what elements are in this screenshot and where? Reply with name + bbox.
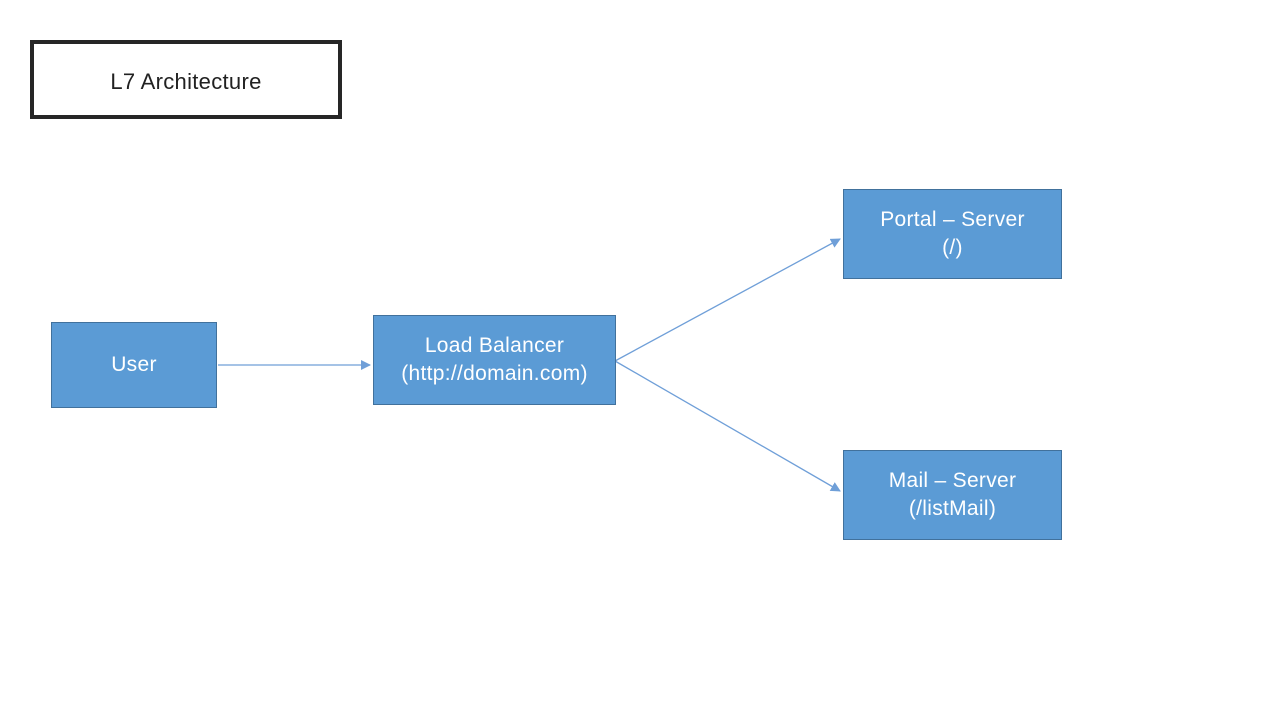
node-load-balancer: Load Balancer (http://domain.com) [373, 315, 616, 405]
node-load-balancer-sublabel: (http://domain.com) [401, 362, 588, 385]
node-portal-server: Portal – Server (/) [843, 189, 1062, 279]
node-user-label: User [111, 353, 157, 376]
diagram-title: L7 Architecture [110, 68, 262, 94]
node-user: User [51, 322, 217, 408]
connector-load-balancer-to-portal-server [614, 238, 841, 362]
node-load-balancer-label: Load Balancer [424, 334, 565, 357]
connector-load-balancer-to-mail-server [614, 360, 841, 492]
node-mail-server: Mail – Server (/listMail) [843, 450, 1062, 540]
node-portal-server-label: Portal – Server [880, 208, 1025, 231]
node-mail-server-label: Mail – Server [888, 469, 1017, 492]
node-portal-server-sublabel: (/) [942, 236, 963, 259]
diagram-title-box: L7 Architecture [30, 40, 342, 119]
node-mail-server-sublabel: (/listMail) [908, 497, 997, 520]
